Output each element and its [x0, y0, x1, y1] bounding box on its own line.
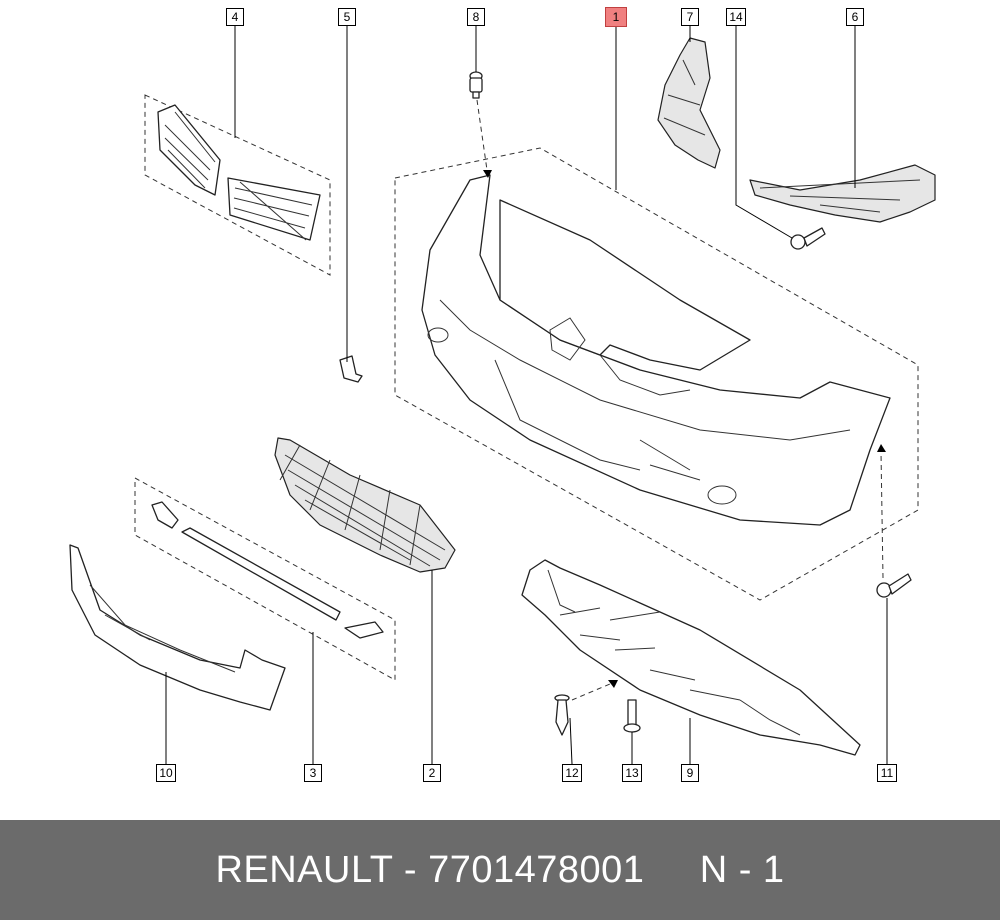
callout-4: 4: [226, 8, 244, 26]
part-5-clip: [339, 355, 363, 383]
footer-part-number-text: RENAULT - 7701478001 N - 1: [215, 848, 785, 891]
part-4-upper-grille: [157, 104, 321, 241]
part-7-side-bracket: [657, 37, 721, 169]
callout-2: 2: [423, 764, 441, 782]
callout-3: 3: [304, 764, 322, 782]
part-2-lower-grille: [274, 437, 456, 573]
callout-12: 12: [562, 764, 582, 782]
assembly-arrow-head-11: [877, 444, 886, 452]
part-10-lower-spoiler: [69, 544, 286, 711]
part-6-bracket: [749, 164, 936, 223]
callout-13: 13: [622, 764, 642, 782]
assembly-arrow-clip-8: [476, 99, 488, 171]
leader-lines: [165, 26, 888, 765]
exploded-parts-diagram: [69, 26, 936, 765]
callout-11: 11: [877, 764, 897, 782]
grille-assembly-box: [144, 94, 331, 276]
assembly-arrow-head-8: [483, 170, 492, 178]
callout-1-highlighted: 1: [605, 7, 627, 27]
callout-5: 5: [338, 8, 356, 26]
part-13-bolt: [623, 699, 641, 733]
part-14-screw: [790, 227, 826, 250]
callout-10: 10: [156, 764, 176, 782]
callout-6: 6: [846, 8, 864, 26]
bumper-assembly-box: [394, 147, 919, 601]
part-1-front-bumper: [421, 174, 891, 526]
assembly-arrow-rivet-12: [571, 683, 611, 701]
callout-9: 9: [681, 764, 699, 782]
part-number-footer: RENAULT - 7701478001 N - 1: [0, 820, 1000, 920]
part-11-screw: [876, 573, 912, 598]
assembly-arrow-head-12: [608, 680, 618, 688]
part-3-trim-strip: [151, 501, 384, 639]
callout-14: 14: [726, 8, 746, 26]
part-8-push-clip: [469, 71, 483, 99]
callout-8: 8: [467, 8, 485, 26]
callout-7: 7: [681, 8, 699, 26]
part-12-push-rivet: [554, 694, 570, 736]
part-9-under-tray: [521, 559, 861, 756]
assembly-arrow-screw-11: [880, 451, 884, 579]
